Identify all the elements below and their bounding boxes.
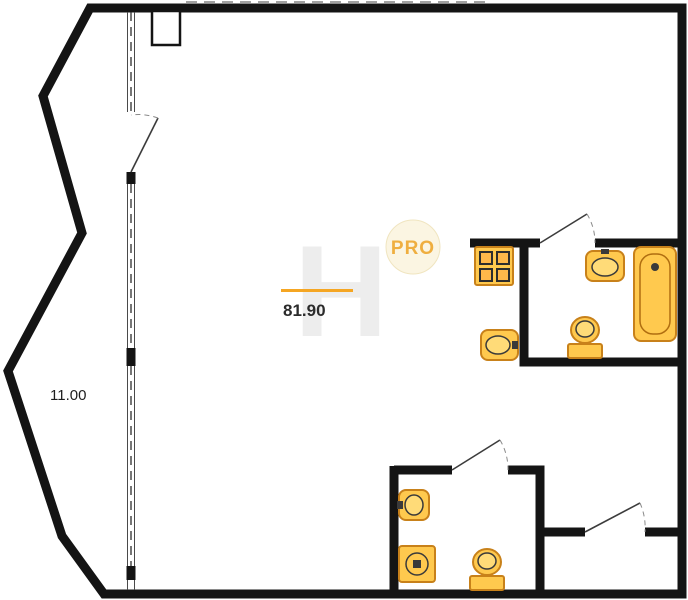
kitchen-sink-basin bbox=[485, 335, 511, 355]
washing-machine-drum bbox=[405, 552, 429, 576]
bathroom-top-door-leaf bbox=[539, 213, 588, 244]
kitchen-sink-faucet bbox=[512, 341, 518, 349]
window-pier bbox=[126, 172, 136, 184]
bathroom-bottom-door-leaf bbox=[451, 439, 501, 471]
bathroom2-sink-basin bbox=[404, 494, 424, 516]
washing-machine-drain bbox=[413, 560, 421, 568]
washing-machine-icon bbox=[398, 545, 436, 583]
toilet-tank bbox=[469, 575, 505, 591]
bathroom2-sink-icon bbox=[397, 489, 430, 521]
hallway-door-leaf bbox=[584, 502, 641, 533]
window-pier bbox=[126, 566, 136, 580]
watermark: H PRO bbox=[281, 218, 441, 364]
stove-burner bbox=[479, 251, 493, 265]
toilet-tank bbox=[567, 343, 603, 359]
bathroom-top-walls bbox=[470, 238, 682, 367]
window-wall bbox=[126, 12, 159, 590]
vent-shaft bbox=[150, 9, 182, 47]
toilet-bowl-inner bbox=[575, 320, 595, 338]
bathroom2-sink-faucet bbox=[397, 501, 403, 509]
bathroom-bottom-door-swing bbox=[499, 439, 509, 471]
bathroom-bottom-walls bbox=[389, 465, 682, 594]
balcony-door-swing bbox=[130, 114, 159, 119]
bathtub-icon bbox=[633, 246, 677, 342]
bathtub-body bbox=[633, 246, 677, 342]
balcony-area-label: 11.00 bbox=[50, 387, 86, 404]
toilet-bottom-icon bbox=[469, 548, 505, 591]
toilet-top-icon bbox=[567, 316, 603, 359]
kitchen-sink-icon bbox=[480, 329, 519, 361]
outer-walls bbox=[3, 3, 687, 599]
pro-badge bbox=[385, 219, 441, 275]
bathroom-sink-basin bbox=[591, 257, 619, 277]
living-area-label: 81.90 bbox=[283, 301, 326, 320]
toilet-bowl-inner bbox=[477, 552, 497, 570]
stove-burner bbox=[479, 268, 493, 282]
bathtub-inner bbox=[639, 253, 671, 335]
balcony-door-leaf bbox=[130, 117, 159, 173]
pro-badge-label: PRO bbox=[391, 238, 435, 259]
bathtub-drain bbox=[651, 263, 659, 271]
window-pier bbox=[126, 348, 136, 366]
bathroom-sink-faucet bbox=[601, 249, 609, 254]
bathroom-sink-icon bbox=[585, 249, 625, 282]
stove-burner bbox=[496, 268, 510, 282]
stove-burner bbox=[496, 251, 510, 265]
stove-icon bbox=[474, 246, 514, 286]
bathroom-top-door-swing bbox=[586, 213, 596, 244]
hallway-door-swing bbox=[639, 502, 646, 533]
area-underline bbox=[281, 289, 353, 292]
